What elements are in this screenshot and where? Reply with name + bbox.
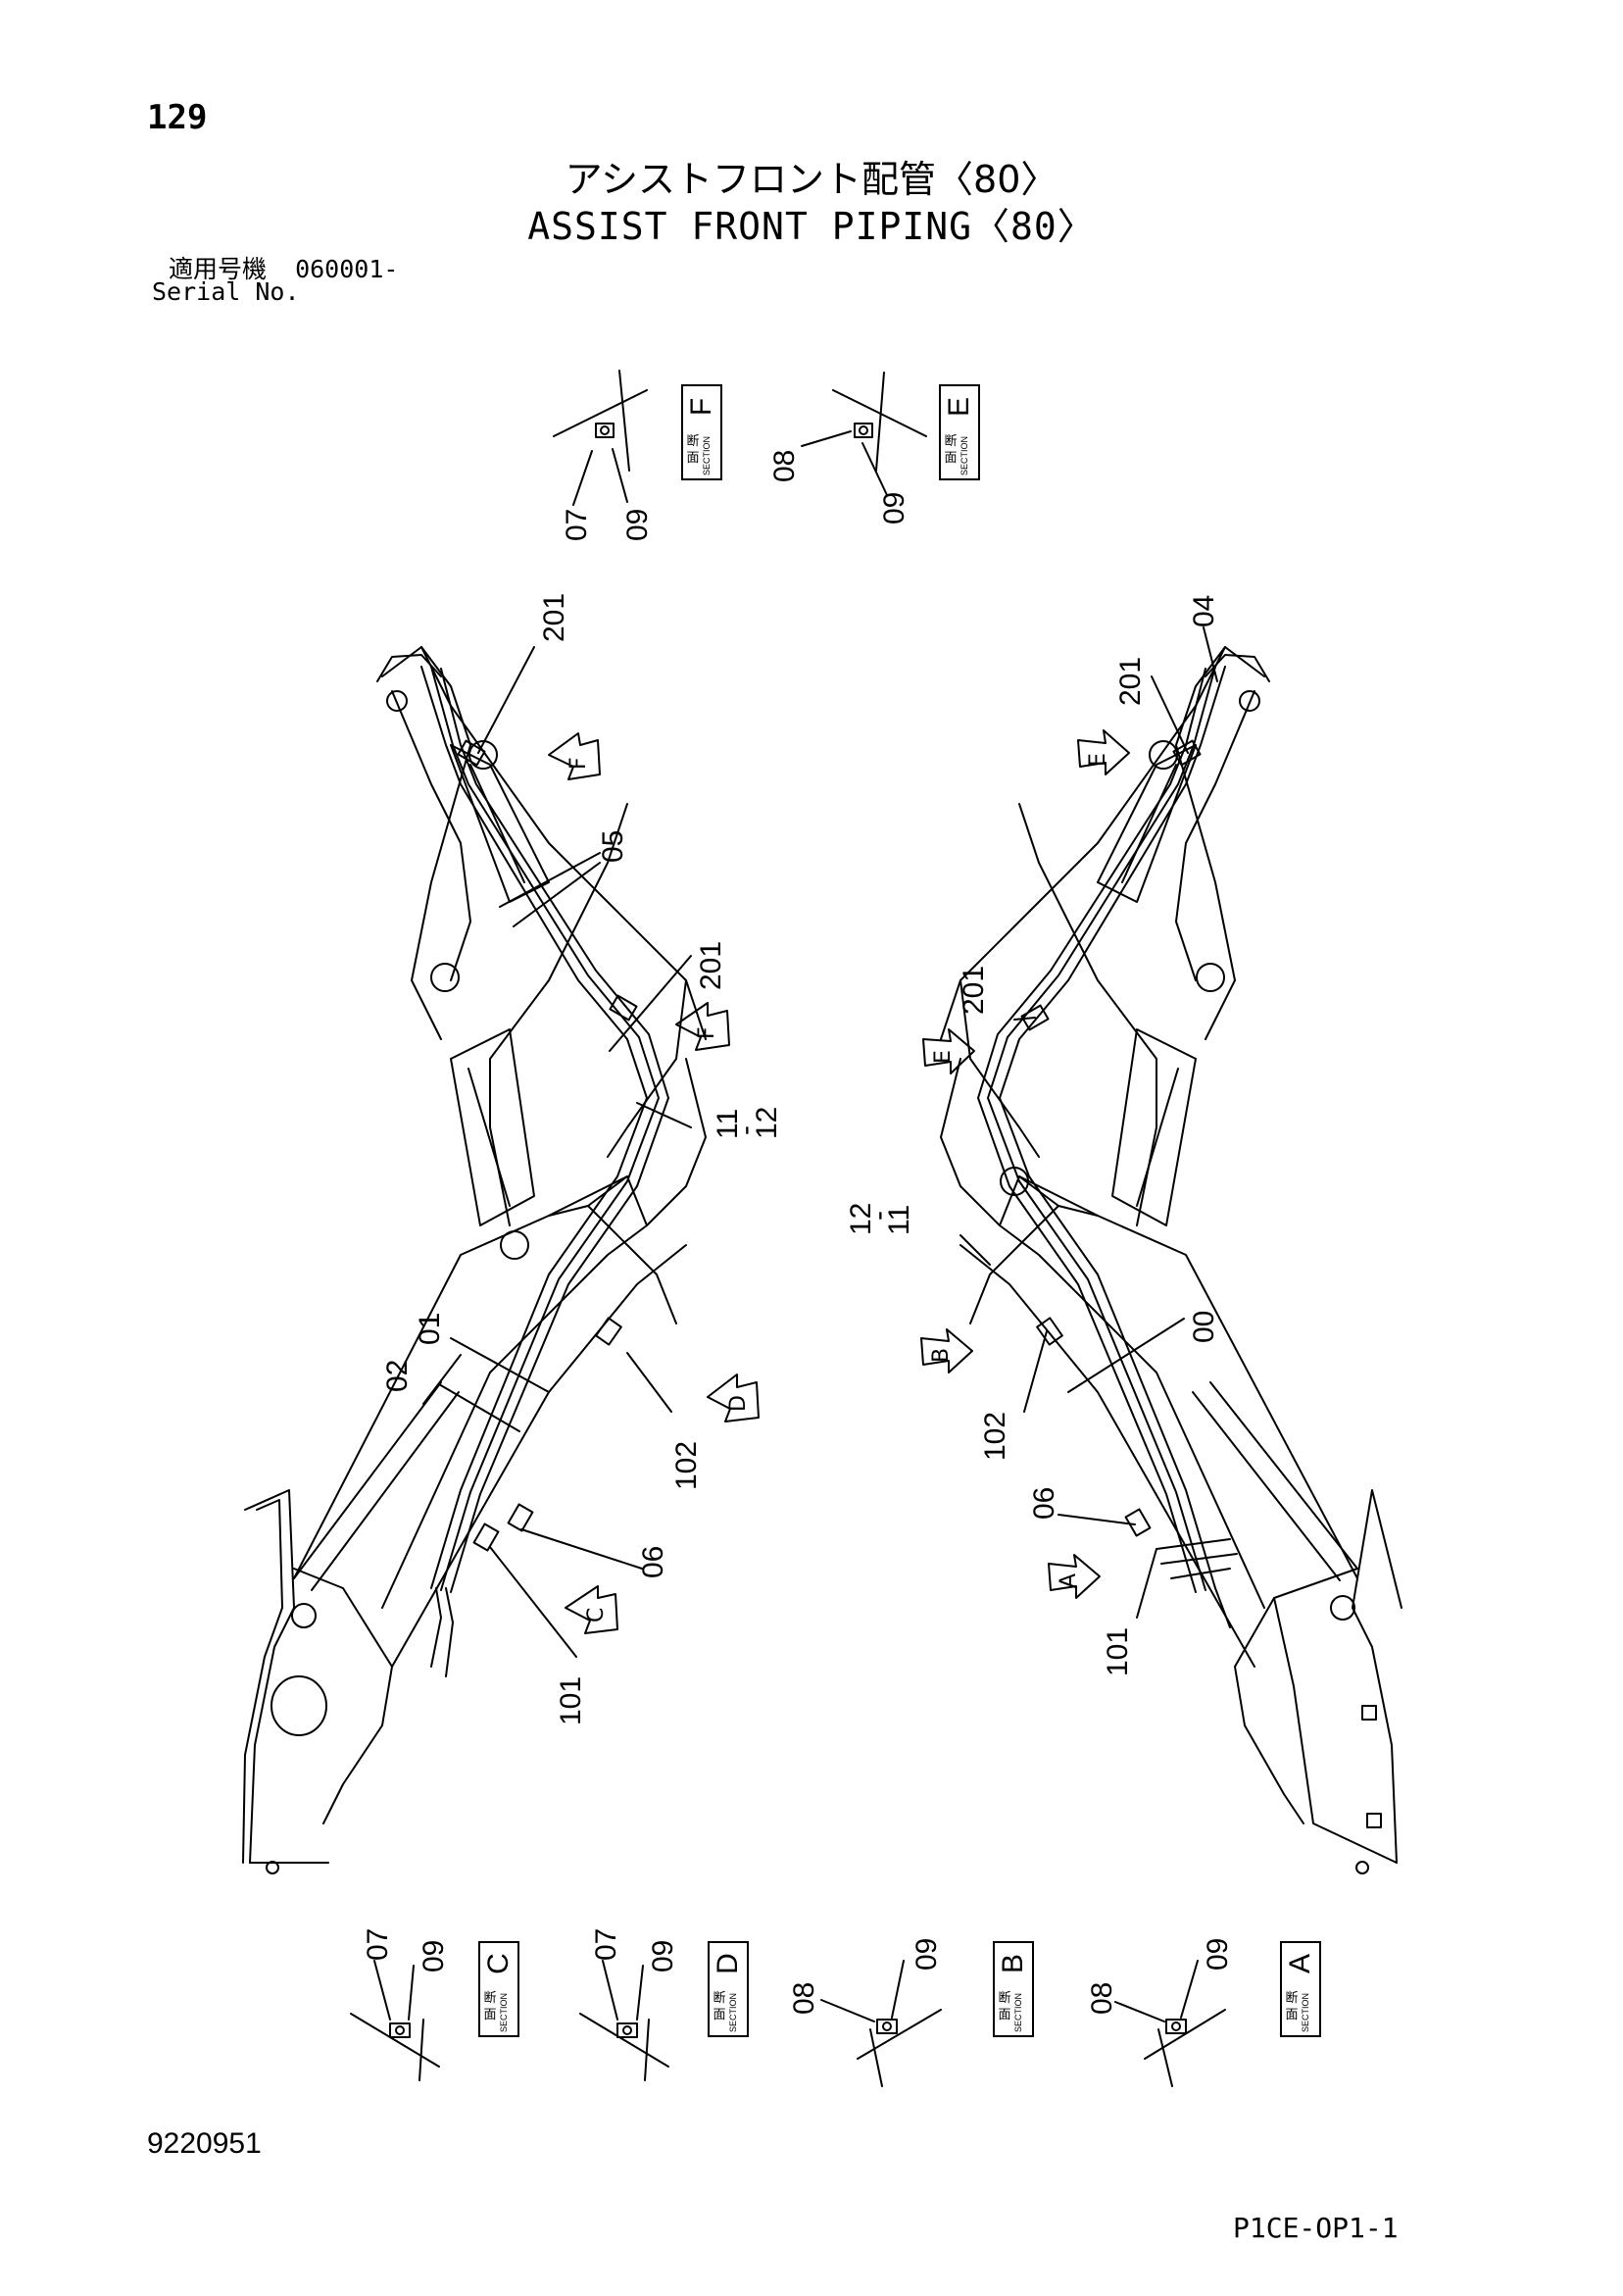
callout-05: 05 — [597, 830, 629, 863]
sec-f-part-1: 07 — [561, 509, 593, 541]
marker-e-2: E — [931, 1050, 956, 1064]
section-label-jp: 断面 — [713, 1991, 726, 2022]
marker-f-1: F — [566, 757, 591, 770]
sec-b-part-1: 08 — [788, 1982, 820, 2015]
serial-value: 060001- — [295, 255, 399, 283]
section-label-jp: 断面 — [483, 1991, 497, 2022]
callout-12-right: 12 — [845, 1203, 877, 1235]
title-japanese: アシストフロント配管〈80〉 — [565, 158, 1058, 201]
callout-11-left: 11 — [712, 1109, 744, 1139]
marker-b: B — [929, 1348, 954, 1363]
section-box-a: A 断面 SECTION — [1280, 1941, 1321, 2037]
section-box-d: D 断面 SECTION — [708, 1941, 749, 2037]
callout-numbers-left: 201 05 201 11 - 12 01 02 102 06 101 — [381, 593, 783, 1725]
document-number: 9220951 — [147, 2127, 262, 2160]
sec-a-part-2: 09 — [1202, 1938, 1234, 1971]
page-number: 129 — [147, 98, 208, 137]
sec-d-part-1: 07 — [590, 1928, 622, 1961]
callout-102-left: 102 — [670, 1441, 703, 1490]
section-view-c-detail — [350, 1960, 440, 2081]
section-view-e-detail — [801, 372, 927, 496]
callout-12-left: 12 — [751, 1107, 783, 1139]
leader-lines-right — [959, 626, 1218, 1619]
callout-00: 00 — [1188, 1311, 1220, 1343]
section-label-jp: 断面 — [686, 434, 700, 466]
marker-f-2: F — [695, 1026, 719, 1039]
section-box-c: C 断面 SECTION — [478, 1941, 519, 2037]
section-marker-letters: F F D C E E B A — [566, 753, 1110, 1622]
callout-01: 01 — [414, 1313, 446, 1345]
callout-numbers-right: 04 201 201 12 - 11 00 102 06 101 — [845, 595, 1220, 1676]
serial-label-en: Serial No. — [152, 277, 300, 306]
callout-06-right: 06 — [1028, 1487, 1060, 1520]
title-english: ASSIST FRONT PIPING〈80〉 — [527, 205, 1096, 248]
callout-201-c: 201 — [1114, 657, 1147, 706]
callout-dash-left: - — [729, 1125, 762, 1135]
sec-d-part-2: 09 — [647, 1940, 679, 1972]
callout-102-right: 102 — [979, 1412, 1011, 1461]
serial-line: 適用号機 060001- — [169, 250, 398, 285]
section-view-d-detail — [579, 1960, 669, 2081]
callout-dash-right: - — [862, 1211, 895, 1221]
callout-101-left: 101 — [555, 1676, 587, 1725]
serial-label-jp: 適用号機 — [169, 255, 268, 283]
section-view-b-detail — [820, 1960, 942, 2087]
section-view-f-detail — [553, 370, 648, 506]
callout-11-right: 11 — [883, 1205, 915, 1235]
sec-e-part-1: 08 — [768, 450, 801, 482]
callout-101-right: 101 — [1102, 1627, 1134, 1676]
sec-e-part-2: 09 — [878, 492, 910, 524]
callout-02: 02 — [381, 1360, 414, 1392]
sec-a-part-1: 08 — [1086, 1982, 1118, 2015]
marker-e-1: E — [1086, 753, 1110, 767]
callout-201-a: 201 — [538, 593, 570, 642]
section-label-jp: 断面 — [998, 1991, 1011, 2022]
sec-f-part-2: 09 — [621, 509, 654, 541]
section-view-part-numbers: 07 09 08 09 07 09 07 09 08 09 08 09 — [362, 450, 1234, 2015]
callout-04: 04 — [1188, 595, 1220, 627]
sec-c-part-2: 09 — [418, 1940, 450, 1972]
marker-c: C — [584, 1608, 609, 1622]
section-box-b: B 断面 SECTION — [993, 1941, 1034, 2037]
sec-c-part-1: 07 — [362, 1928, 394, 1961]
section-box-f: F 断面 SECTION — [681, 384, 722, 480]
marker-a: A — [1057, 1573, 1081, 1588]
callout-201-d: 201 — [958, 966, 990, 1015]
section-label-jp: 断面 — [1285, 1991, 1299, 2022]
section-label-jp: 断面 — [944, 434, 958, 466]
section-marker-arrows-left — [548, 732, 760, 1634]
sec-b-part-2: 09 — [910, 1938, 943, 1971]
leader-lines-left — [438, 646, 692, 1658]
left-view-front-assembly — [242, 646, 707, 1874]
section-marker-arrows-right — [920, 729, 1130, 1599]
marker-d: D — [726, 1395, 751, 1412]
section-box-e: E 断面 SECTION — [939, 384, 980, 480]
callout-06-left: 06 — [637, 1546, 669, 1578]
callout-201-b: 201 — [695, 941, 727, 990]
page-code: P1CE-OP1-1 — [1233, 2212, 1399, 2244]
right-view-front-assembly — [940, 646, 1402, 1874]
section-view-a-detail — [1114, 1960, 1226, 2087]
